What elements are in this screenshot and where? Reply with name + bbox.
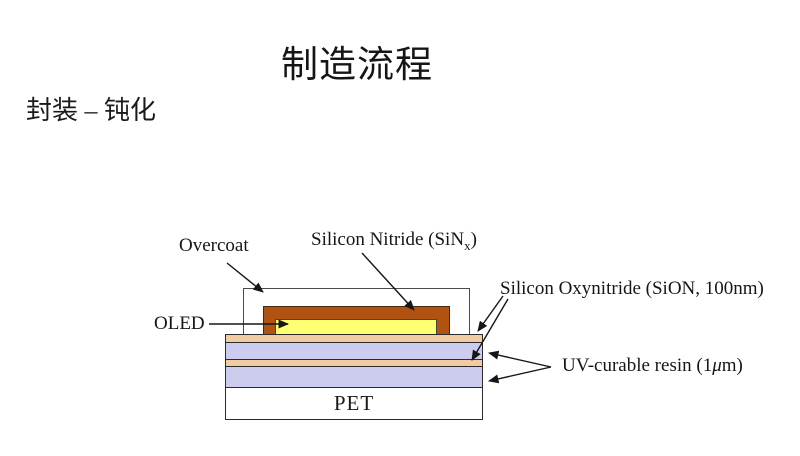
oled-label: OLED bbox=[154, 313, 205, 334]
silicon-oxynitride-arrow-top bbox=[477, 295, 504, 332]
uv-resin-arrow-bottom bbox=[488, 366, 552, 384]
uv-resin-label-close: m) bbox=[721, 355, 743, 376]
uv-resin-layer-top bbox=[225, 342, 483, 360]
pet-substrate-layer: PET bbox=[225, 387, 483, 420]
substrate-stack: PET bbox=[225, 334, 483, 420]
uv-resin-label-text: UV-curable resin (1 bbox=[562, 355, 713, 376]
silicon-nitride-subscript: x bbox=[464, 237, 471, 253]
overcoat-label: Overcoat bbox=[179, 235, 249, 256]
uv-resin-layer-bottom bbox=[225, 366, 483, 388]
pet-label: PET bbox=[333, 391, 375, 415]
silicon-oxynitride-label: Silicon Oxynitride (SiON, 100nm) bbox=[500, 278, 764, 299]
page-subtitle: 封装 – 钝化 bbox=[26, 96, 157, 125]
uv-resin-label: UV-curable resin (1μm) bbox=[562, 355, 743, 377]
silicon-nitride-label-text: Silicon Nitride (SiN bbox=[311, 229, 465, 250]
silicon-nitride-label: Silicon Nitride (SiNx) bbox=[311, 229, 477, 254]
uv-resin-arrow-top bbox=[488, 350, 552, 368]
silicon-nitride-label-close: ) bbox=[470, 229, 477, 250]
mu-symbol: μ bbox=[712, 355, 722, 376]
page-title: 制造流程 bbox=[281, 45, 433, 86]
